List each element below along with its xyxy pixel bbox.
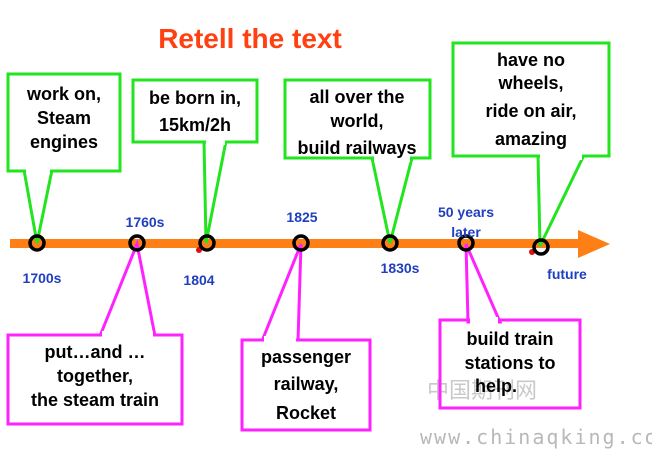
callout-passenger-line-2: railway, — [274, 374, 339, 394]
watermark-cn: 中国期刊网 — [427, 379, 537, 404]
callout-world-line-2: world, — [330, 111, 384, 131]
year-50-years: 50 years — [438, 204, 494, 220]
timeline-arrow — [10, 230, 610, 258]
callout-steam-line-2: Steam — [37, 108, 91, 128]
callout-passenger: passenger railway, Rocket — [240, 243, 372, 432]
callout-wheels: have no wheels, ride on air, amazing — [451, 41, 611, 247]
callout-steam-line-3: engines — [30, 132, 98, 152]
callout-stations: build train stations to help. — [438, 243, 582, 410]
marker-1825 — [292, 234, 310, 252]
year-1760s: 1760s — [126, 214, 165, 230]
callout-wheels-line-3: ride on air, — [485, 101, 576, 121]
timeline-markers — [28, 234, 550, 256]
callout-world-line-1: all over the — [309, 87, 404, 107]
callout-put-line-2: together, — [57, 366, 133, 386]
callout-born: be born in, 15km/2h — [131, 78, 259, 244]
callout-steam-line-1: work on, — [26, 84, 101, 104]
callout-stations-line-3: help. — [475, 376, 517, 396]
callout-put-line-3: the steam train — [31, 390, 159, 410]
year-later: later — [451, 224, 481, 240]
year-1804: 1804 — [183, 272, 214, 288]
marker-1804 — [198, 234, 216, 252]
callout-world: all over the world, build railways — [283, 78, 432, 244]
marker-1700s — [28, 234, 46, 252]
marker-1830s — [381, 234, 399, 252]
callout-steam-train: put…and … together, the steam train — [6, 238, 184, 426]
callout-passenger-line-3: Rocket — [276, 403, 336, 423]
callout-stations-line-1: build train — [467, 329, 554, 349]
timeline-arrowhead — [578, 230, 610, 258]
watermark-url: www.chinaqking.com — [420, 425, 652, 449]
marker-50-years-later — [457, 234, 475, 252]
callout-born-line-1: be born in, — [149, 88, 241, 108]
year-1700s: 1700s — [23, 270, 62, 286]
callout-passenger-line-1: passenger — [261, 347, 351, 367]
callout-wheels-line-1: have no — [497, 50, 565, 70]
callout-steam-engines: work on, Steam engines — [6, 72, 122, 244]
year-future: future — [547, 266, 587, 282]
callout-born-line-2: 15km/2h — [159, 115, 231, 135]
callout-wheels-line-2: wheels, — [497, 73, 563, 93]
callout-put-line-1: put…and … — [45, 342, 146, 362]
marker-1760s — [128, 234, 146, 252]
diagram-title: Retell the text — [158, 23, 342, 54]
year-1830s: 1830s — [381, 260, 420, 276]
callout-world-line-3: build railways — [297, 138, 416, 158]
callout-wheels-line-4: amazing — [495, 129, 567, 149]
marker-future — [532, 238, 550, 256]
callout-stations-line-2: stations to — [464, 353, 555, 373]
year-1825: 1825 — [286, 209, 317, 225]
